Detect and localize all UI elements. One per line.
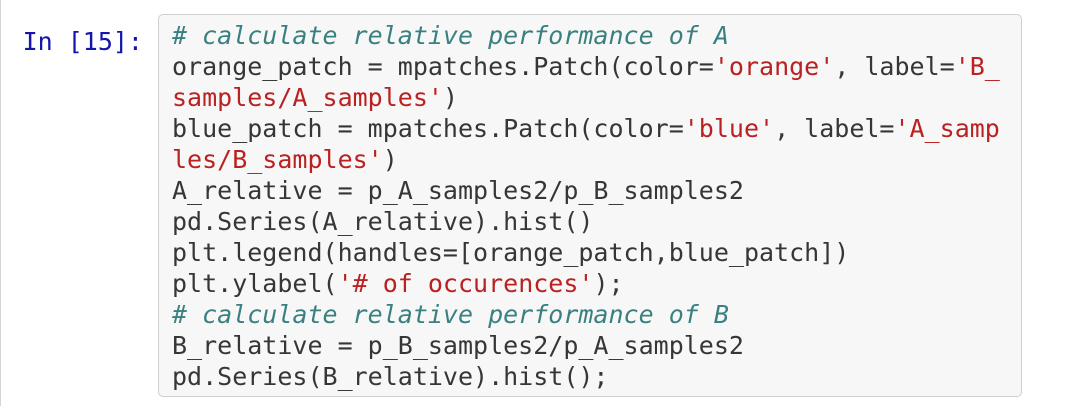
code-token-string: 'A_samp (894, 114, 1000, 143)
code-line: blue_patch = mpatches.Patch(color='blue'… (172, 113, 1017, 144)
code-token-string: 'blue' (683, 114, 775, 143)
code-token-code: A_relative = p_A_samples2/p_B_samples2 (172, 176, 744, 205)
code-token-string: 'B_ (954, 52, 1000, 81)
code-token-code: ); (593, 269, 624, 298)
code-line: # calculate relative performance of A (172, 20, 1017, 51)
code-token-code: ) (382, 145, 398, 174)
code-token-string: '# of occurences' (337, 269, 594, 298)
code-line: plt.ylabel('# of occurences'); (172, 268, 1017, 299)
code-token-code: pd.Series(A_relative).hist() (172, 207, 594, 236)
code-line: # calculate relative performance of B (172, 299, 1017, 330)
code-line: plt.legend(handles=[orange_patch,blue_pa… (172, 237, 1017, 268)
code-line: samples/A_samples') (172, 82, 1017, 113)
code-token-code: plt.ylabel( (172, 269, 338, 298)
code-token-code: ) (442, 83, 458, 112)
code-line: les/B_samples') (172, 144, 1017, 175)
code-token-string: samples/A_samples' (172, 83, 443, 112)
code-token-code: , label= (774, 114, 895, 143)
code-token-string: 'orange' (713, 52, 835, 81)
code-line: A_relative = p_A_samples2/p_B_samples2 (172, 175, 1017, 206)
code-token-code: blue_patch = mpatches.Patch(color= (172, 114, 684, 143)
code-token-comment: # calculate relative performance of B (172, 300, 729, 329)
input-prompt: In [15]: (22, 27, 143, 56)
code-token-code: , label= (834, 52, 955, 81)
code-line: B_relative = p_B_samples2/p_A_samples2 (172, 330, 1017, 361)
code-token-comment: # calculate relative performance of A (172, 21, 729, 50)
cell-left-border (0, 0, 1, 406)
code-token-string: les/B_samples' (172, 145, 383, 174)
code-line: orange_patch = mpatches.Patch(color='ora… (172, 51, 1017, 82)
code-token-code: orange_patch = mpatches.Patch(color= (172, 52, 714, 81)
code-token-code: plt.legend(handles=[orange_patch,blue_pa… (172, 238, 850, 267)
code-line: pd.Series(A_relative).hist() (172, 206, 1017, 237)
code-token-code: pd.Series(B_relative).hist(); (172, 362, 609, 391)
code-line: pd.Series(B_relative).hist(); (172, 361, 1017, 392)
code-token-code: B_relative = p_B_samples2/p_A_samples2 (172, 331, 744, 360)
